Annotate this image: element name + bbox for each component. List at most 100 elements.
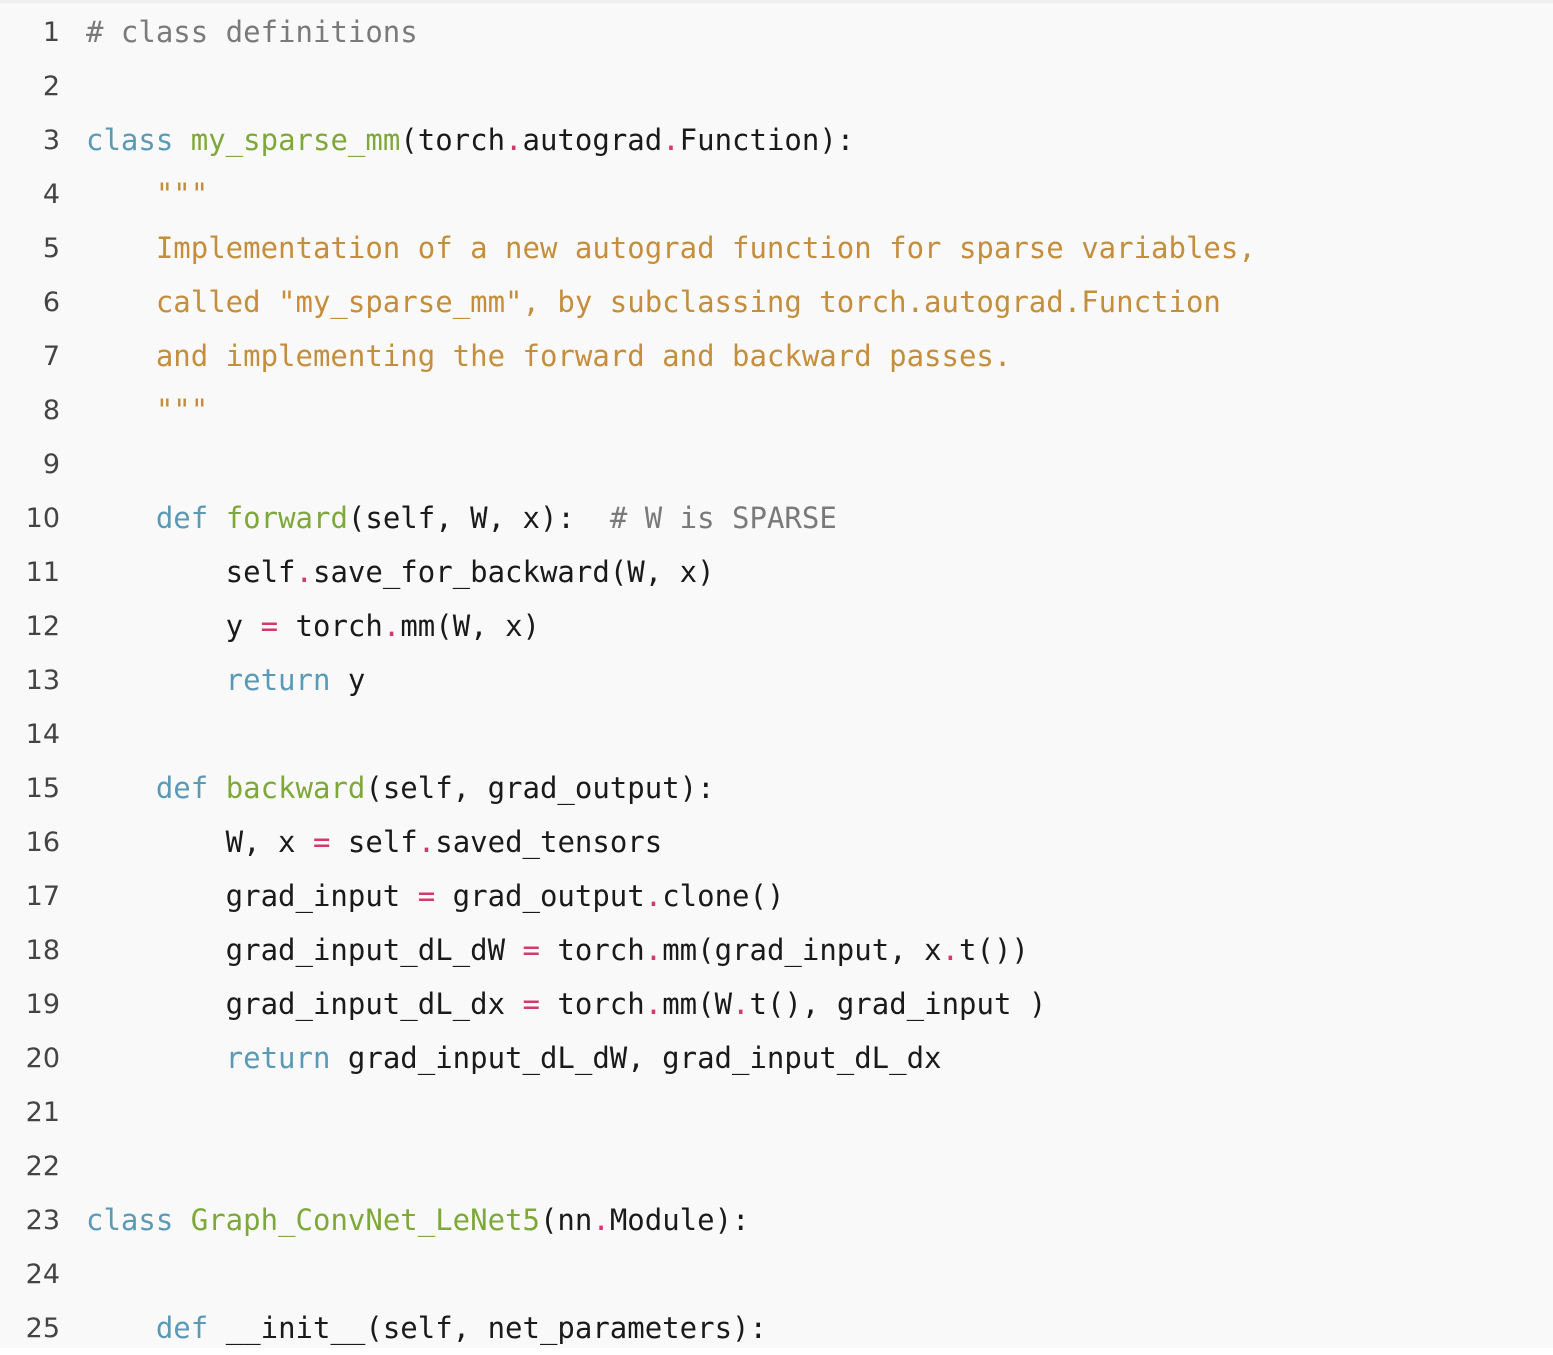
code-token: self bbox=[330, 825, 418, 859]
code-line: 17 grad_input = grad_output.clone() bbox=[0, 869, 1553, 923]
code-token: def bbox=[86, 771, 226, 805]
code-text: class Graph_ConvNet_LeNet5(nn.Module): bbox=[60, 1203, 750, 1237]
code-token: W, x bbox=[86, 825, 313, 859]
code-line: 20 return grad_input_dL_dW, grad_input_d… bbox=[0, 1031, 1553, 1085]
line-number: 17 bbox=[25, 880, 60, 912]
code-token: mm(W bbox=[662, 987, 733, 1021]
code-token: my_sparse_mm bbox=[190, 123, 401, 157]
code-token: . bbox=[644, 933, 663, 967]
code-line: 7 and implementing the forward and backw… bbox=[0, 329, 1553, 383]
code-token: grad_input_dL_dx bbox=[86, 987, 523, 1021]
code-line: 18 grad_input_dL_dW = torch.mm(grad_inpu… bbox=[0, 923, 1553, 977]
code-token: return bbox=[86, 1041, 331, 1075]
line-number: 19 bbox=[25, 988, 60, 1020]
line-number: 25 bbox=[25, 1312, 60, 1344]
code-token: torch bbox=[539, 933, 645, 967]
line-number: 7 bbox=[42, 340, 60, 372]
code-text: return grad_input_dL_dW, grad_input_dL_d… bbox=[60, 1041, 942, 1075]
code-token: saved_tensors bbox=[435, 825, 663, 859]
code-text: """ bbox=[60, 393, 208, 427]
code-token: """ bbox=[86, 177, 209, 211]
code-line: 9 bbox=[0, 437, 1553, 491]
code-line: 5 Implementation of a new autograd funct… bbox=[0, 221, 1553, 275]
code-token: __init__ bbox=[225, 1311, 366, 1345]
code-text: return y bbox=[60, 663, 366, 697]
code-token: Module): bbox=[609, 1203, 750, 1237]
code-text: grad_input_dL_dW = torch.mm(grad_input, … bbox=[60, 933, 1029, 967]
code-token: # class definitions bbox=[86, 15, 418, 49]
code-text: grad_input_dL_dx = torch.mm(W.t(), grad_… bbox=[60, 987, 1047, 1021]
line-number: 14 bbox=[25, 718, 60, 750]
code-token: t()) bbox=[959, 933, 1029, 967]
code-text: self.save_for_backward(W, x) bbox=[60, 555, 715, 589]
code-token: forward bbox=[225, 501, 348, 535]
code-token: and implementing the forward and backwar… bbox=[86, 339, 1012, 373]
code-text: def forward(self, W, x): # W is SPARSE bbox=[60, 501, 837, 535]
line-number: 16 bbox=[25, 826, 60, 858]
code-line: 8 """ bbox=[0, 383, 1553, 437]
code-line: 14 bbox=[0, 707, 1553, 761]
code-text: def backward(self, grad_output): bbox=[60, 771, 715, 805]
code-line: 21 bbox=[0, 1085, 1553, 1139]
code-text: and implementing the forward and backwar… bbox=[60, 339, 1012, 373]
code-token: = bbox=[312, 825, 331, 859]
code-line: 2 bbox=[0, 59, 1553, 113]
code-text: # class definitions bbox=[60, 15, 418, 49]
code-line: 24 bbox=[0, 1247, 1553, 1301]
line-number: 11 bbox=[25, 556, 60, 588]
code-token: . bbox=[662, 123, 680, 157]
code-token: def bbox=[86, 1311, 226, 1345]
code-token: mm(W, x) bbox=[400, 609, 540, 643]
code-token: Implementation of a new autograd functio… bbox=[86, 231, 1256, 265]
code-token: (self, net_parameters): bbox=[365, 1311, 767, 1345]
code-token: self bbox=[86, 555, 296, 589]
line-number: 18 bbox=[25, 934, 60, 966]
code-token: # W is SPARSE bbox=[609, 501, 837, 535]
line-number: 22 bbox=[25, 1150, 60, 1182]
code-token: def bbox=[86, 501, 226, 535]
line-number: 6 bbox=[42, 286, 60, 318]
code-token: = bbox=[522, 933, 540, 967]
code-text: def __init__(self, net_parameters): bbox=[60, 1311, 767, 1345]
code-token: Function): bbox=[679, 123, 855, 157]
code-line: 10 def forward(self, W, x): # W is SPARS… bbox=[0, 491, 1553, 545]
code-token: . bbox=[505, 123, 523, 157]
code-text: y = torch.mm(W, x) bbox=[60, 609, 540, 643]
code-token: . bbox=[592, 1203, 610, 1237]
code-token: (torch bbox=[400, 123, 506, 157]
line-number: 8 bbox=[42, 394, 60, 426]
code-token: mm(grad_input, x bbox=[662, 933, 942, 967]
line-number: 23 bbox=[25, 1204, 60, 1236]
code-line: 4 """ bbox=[0, 167, 1553, 221]
code-token: . bbox=[644, 987, 663, 1021]
code-token: = bbox=[522, 987, 540, 1021]
code-token: """ bbox=[86, 393, 209, 427]
code-token: . bbox=[732, 987, 750, 1021]
code-line: 13 return y bbox=[0, 653, 1553, 707]
code-line: 25 def __init__(self, net_parameters): bbox=[0, 1301, 1553, 1355]
code-token: . bbox=[644, 879, 663, 913]
code-text: Implementation of a new autograd functio… bbox=[60, 231, 1256, 265]
code-token: grad_input bbox=[86, 879, 418, 913]
code-text: """ bbox=[60, 177, 208, 211]
code-token: y bbox=[330, 663, 366, 697]
code-token: (self, W, x): bbox=[347, 501, 610, 535]
line-number: 20 bbox=[25, 1042, 60, 1074]
code-token: backward bbox=[225, 771, 366, 805]
line-number: 3 bbox=[42, 124, 60, 156]
line-number: 15 bbox=[25, 772, 60, 804]
code-token: . bbox=[382, 609, 401, 643]
code-text: grad_input = grad_output.clone() bbox=[60, 879, 785, 913]
code-token: = bbox=[260, 609, 279, 643]
code-token: grad_input_dL_dW bbox=[86, 933, 523, 967]
line-number: 9 bbox=[42, 448, 60, 480]
code-line: 11 self.save_for_backward(W, x) bbox=[0, 545, 1553, 599]
code-token: grad_input_dL_dW, grad_input_dL_dx bbox=[330, 1041, 942, 1075]
code-token: grad_output bbox=[435, 879, 645, 913]
code-line: 1# class definitions bbox=[0, 5, 1553, 59]
line-number: 5 bbox=[42, 232, 60, 264]
code-token: . bbox=[295, 555, 313, 589]
